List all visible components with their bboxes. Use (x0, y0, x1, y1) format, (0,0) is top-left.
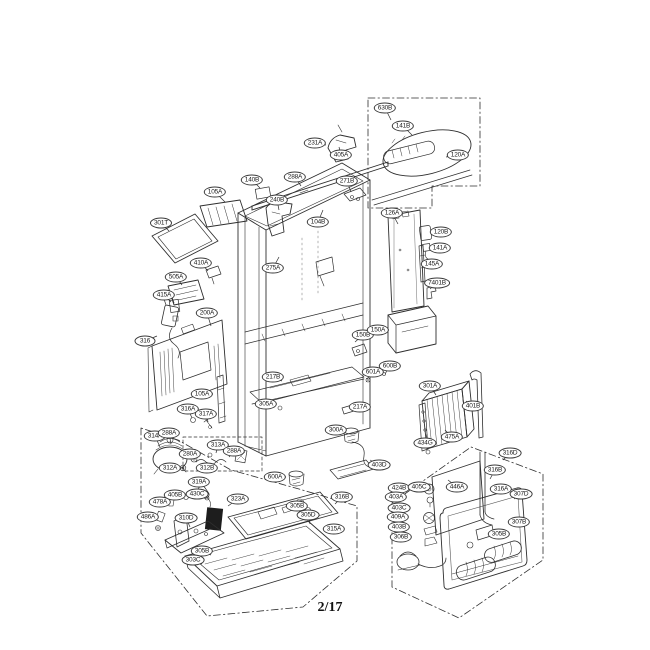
part-label-141B: 141B (391, 120, 415, 132)
part-label-280A: 280A (178, 448, 202, 460)
part-label-505A: 505A (164, 271, 188, 283)
part-label-141A: 141A (428, 242, 452, 254)
part-label-300A: 300A (324, 424, 348, 436)
part-label-403A: 403A (384, 491, 408, 503)
part-label-323A: 323A (226, 493, 250, 505)
part-label-305B: 305B (285, 500, 309, 512)
cover-strip-rod (190, 374, 227, 429)
part-label-600A: 600A (263, 471, 287, 483)
part-label-305D: 305D (296, 509, 320, 521)
tray-panel-301T (151, 213, 219, 264)
part-label-475A: 475A (440, 431, 464, 443)
part-label-317A: 317A (194, 408, 218, 420)
part-label-403D: 403D (367, 459, 391, 471)
part-label-7401B: 7401B (424, 277, 450, 289)
cabinet-frame (237, 162, 386, 457)
part-label-307B: 307B (507, 516, 531, 528)
part-label-288A: 288A (157, 427, 181, 439)
machine-room-box-150A (387, 305, 437, 354)
part-label-478A: 478A (148, 496, 172, 508)
machine-parts-column (396, 483, 447, 571)
part-label-405C: 405C (407, 481, 431, 493)
part-label-630B: 630B (373, 102, 397, 114)
part-label-430C: 430C (185, 488, 209, 500)
part-label-288A: 288A (283, 171, 307, 183)
part-label-301T: 301T (149, 217, 173, 229)
part-label-316B: 316B (483, 464, 507, 476)
part-label-307D: 307D (509, 488, 533, 500)
bottom-right-boundary (391, 446, 544, 619)
part-label-140B: 140B (240, 174, 264, 186)
part-label-316D: 316D (498, 447, 522, 459)
part-label-288A: 288A (222, 445, 246, 457)
page-number: 2/17 (317, 600, 343, 615)
part-label-105A: 105A (190, 388, 214, 400)
part-label-316: 316 (134, 335, 156, 347)
part-label-104B: 104B (306, 216, 330, 228)
part-label-145A: 145A (420, 258, 444, 270)
part-label-240B: 240B (265, 194, 289, 206)
part-label-120B: 120B (429, 226, 453, 238)
part-label-316A: 316A (489, 483, 513, 495)
part-label-305B: 305B (487, 528, 511, 540)
part-label-315A: 315A (322, 523, 346, 535)
part-label-120A: 120A (446, 149, 470, 161)
back-panel-200A (147, 319, 228, 413)
leveling-feet (288, 427, 360, 487)
part-label-306B: 306B (389, 531, 413, 543)
part-label-305A: 305A (254, 398, 278, 410)
part-label-446A: 446A (445, 481, 469, 493)
freezer-back-cover-group (431, 451, 528, 590)
part-label-401B: 401B (461, 400, 485, 412)
part-label-301A: 301A (418, 380, 442, 392)
part-label-200A: 200A (195, 307, 219, 319)
vent-cover-105A (199, 199, 248, 228)
part-label-217B: 217B (261, 371, 285, 383)
deli-cover-box (367, 97, 481, 209)
part-label-231A: 231A (303, 137, 327, 149)
part-label-126A: 126A (380, 207, 404, 219)
part-label-415A: 415A (152, 289, 176, 301)
part-label-271B: 271B (335, 175, 359, 187)
duct-401B (469, 370, 484, 439)
part-label-310D: 310D (174, 512, 198, 524)
part-label-316B: 316B (330, 491, 354, 503)
part-label-405A: 405A (329, 149, 353, 161)
bottom-left-boundary (140, 427, 358, 617)
small-part-140B (254, 186, 272, 200)
part-label-275A: 275A (261, 262, 285, 274)
part-label-217A: 217A (348, 401, 372, 413)
part-label-434G: 434G (413, 437, 437, 449)
part-label-303C: 303C (181, 554, 205, 566)
part-label-319A: 319A (187, 476, 211, 488)
part-label-600B: 600B (378, 360, 402, 372)
part-label-601A: 601A (361, 366, 385, 378)
evaporator (418, 380, 475, 455)
part-label-312A: 312A (158, 462, 182, 474)
part-label-313A: 313A (206, 439, 230, 451)
condenser-block (204, 507, 224, 531)
part-label-486A: 486A (136, 511, 160, 523)
part-label-150A: 150A (366, 324, 390, 336)
part-label-410A: 410A (189, 257, 213, 269)
part-label-105A: 105A (203, 186, 227, 198)
part-label-312B: 312B (195, 462, 219, 474)
